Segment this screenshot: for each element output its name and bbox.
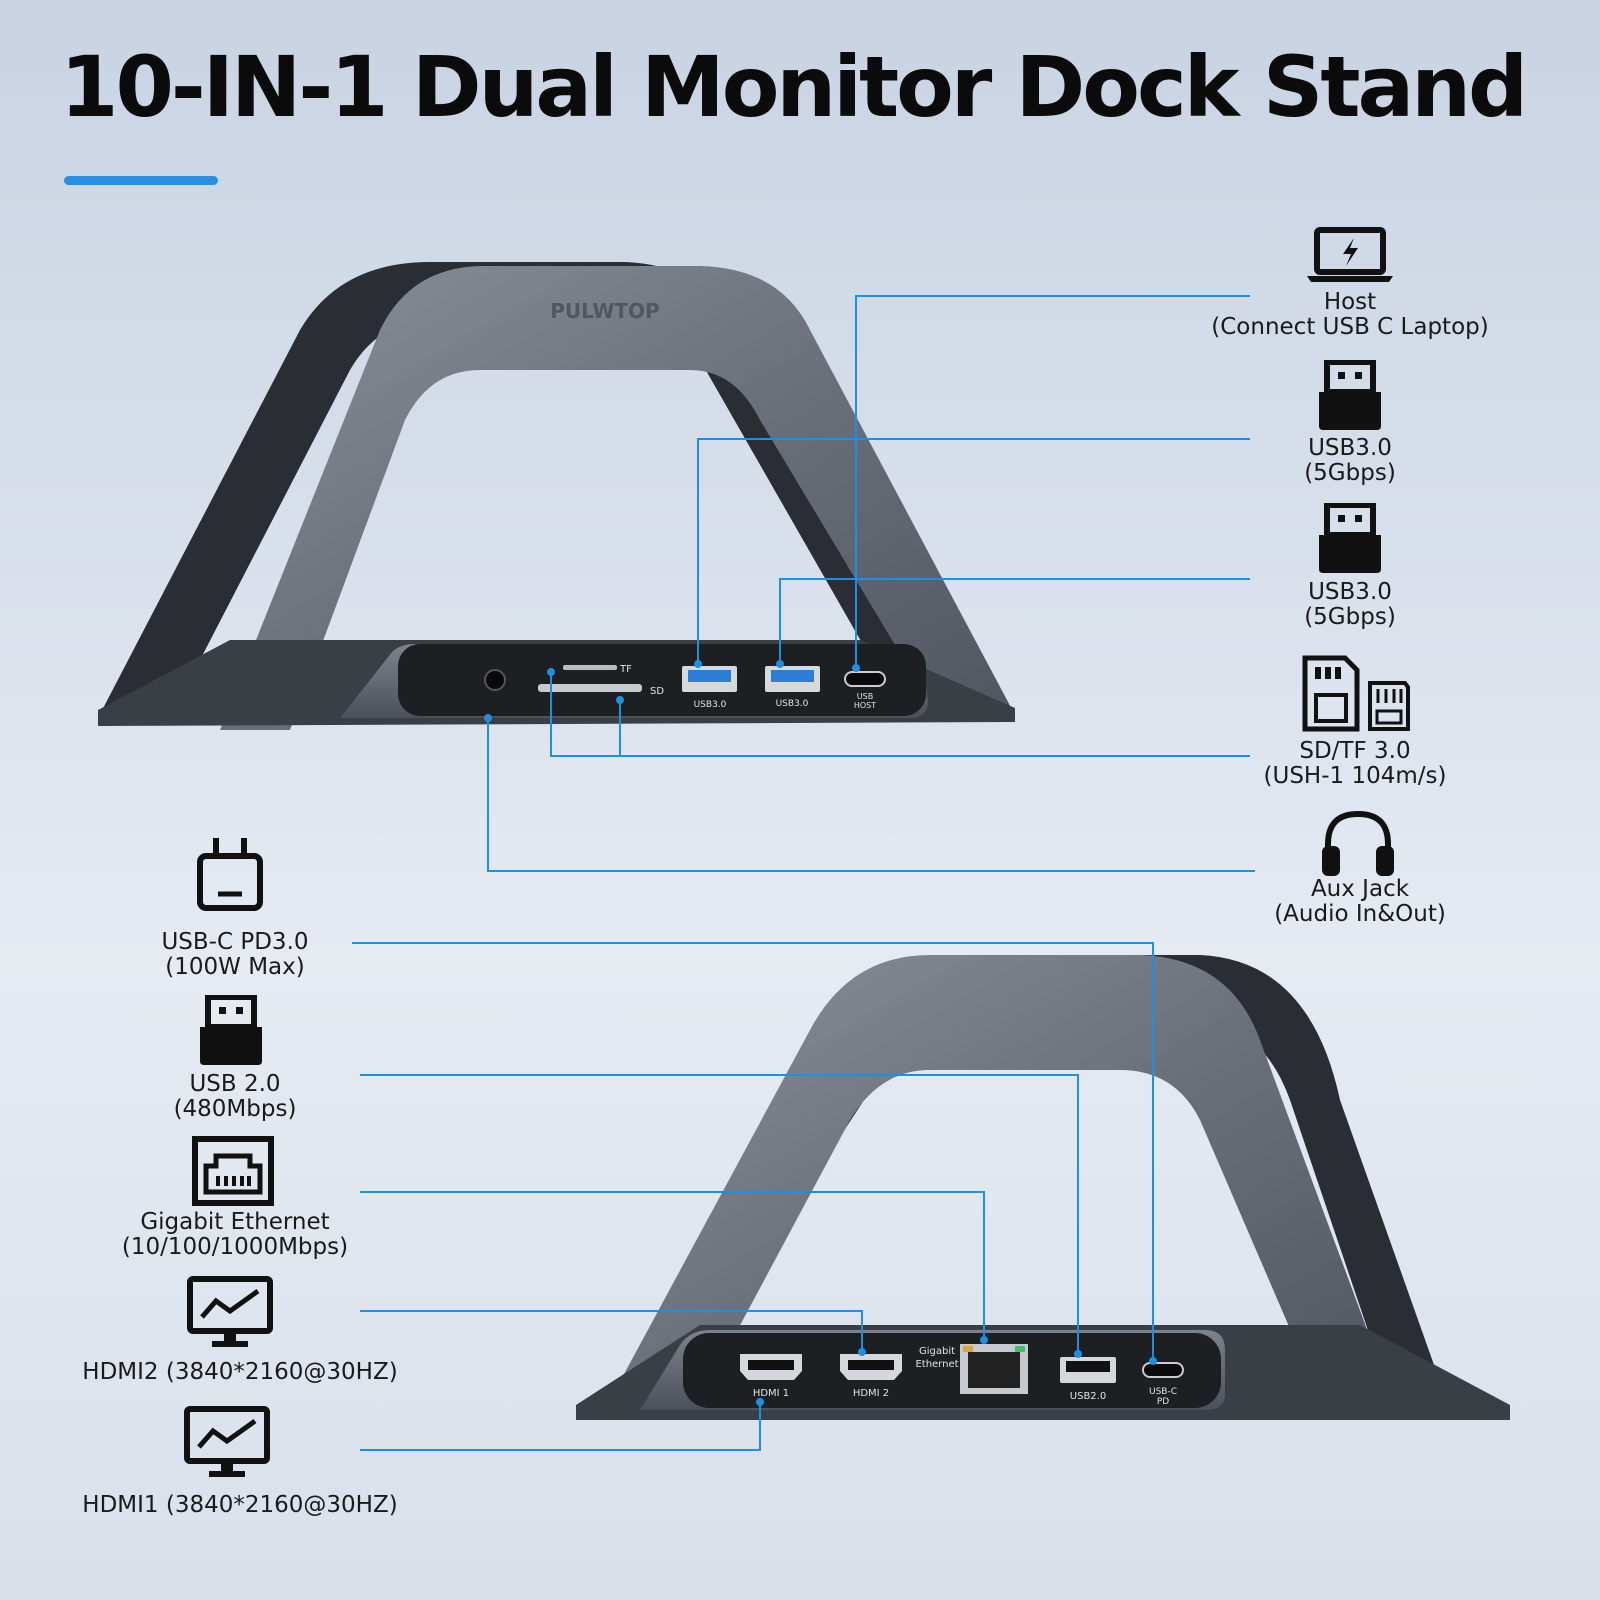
headphones-icon — [1322, 810, 1394, 876]
port-label-usb3-2: USB3.0 — [776, 699, 809, 709]
port-label-hdmi1: HDMI 1 — [753, 1388, 789, 1399]
power-adapter-icon — [197, 838, 263, 911]
feature-usb2: USB 2.0(480Mbps) — [173, 1071, 297, 1122]
sd-card-icon — [1302, 655, 1410, 732]
bottom-dock-stand — [576, 955, 1510, 1420]
leader-line-dots — [484, 660, 1157, 1406]
port-label-usb2: USB2.0 — [1070, 1391, 1106, 1402]
feature-hdmi1: HDMI1 (3840*2160@30HZ) — [82, 1492, 398, 1518]
port-label-usbc: USB-C — [1149, 1387, 1177, 1397]
usb-a-icon — [200, 995, 262, 1065]
monitor-icon — [184, 1406, 270, 1477]
title-underline — [64, 176, 218, 185]
ethernet-port-icon — [192, 1136, 274, 1206]
page-title: 10-IN-1 Dual Monitor Dock Stand — [60, 38, 1528, 136]
port-label-sd: SD — [650, 686, 664, 697]
port-label-pd: PD — [1157, 1397, 1169, 1407]
port-label-hdmi2: HDMI 2 — [853, 1388, 889, 1399]
feature-sd-tf: SD/TF 3.0(USH-1 104m/s) — [1263, 738, 1447, 789]
feature-usb3-1: USB3.0(5Gbps) — [1304, 435, 1396, 486]
port-label-usb3-1: USB3.0 — [694, 700, 727, 710]
port-label-host: HOST — [854, 701, 876, 710]
feature-aux-jack: Aux Jack(Audio In&Out) — [1274, 876, 1446, 927]
brand-logo: PULWTOP — [550, 299, 659, 323]
usb-a-icon — [1319, 360, 1381, 430]
top-dock-stand — [98, 262, 1015, 730]
usb-a-icon — [1319, 503, 1381, 573]
feature-hdmi2: HDMI2 (3840*2160@30HZ) — [82, 1359, 398, 1385]
laptop-charging-icon — [1307, 227, 1393, 282]
port-label-tf: TF — [619, 664, 632, 675]
port-label-gigabit: Gigabit — [919, 1346, 955, 1357]
leader-lines — [352, 295, 1255, 1451]
port-label-ethernet: Ethernet — [915, 1359, 958, 1370]
port-label-usb: USB — [857, 692, 873, 701]
monitor-icon — [187, 1276, 273, 1347]
feature-ethernet: Gigabit Ethernet(10/100/1000Mbps) — [121, 1209, 349, 1260]
feature-usbc-pd: USB-C PD3.0(100W Max) — [161, 929, 309, 980]
feature-usb3-2: USB3.0(5Gbps) — [1304, 579, 1396, 630]
feature-host: Host(Connect USB C Laptop) — [1211, 289, 1489, 340]
